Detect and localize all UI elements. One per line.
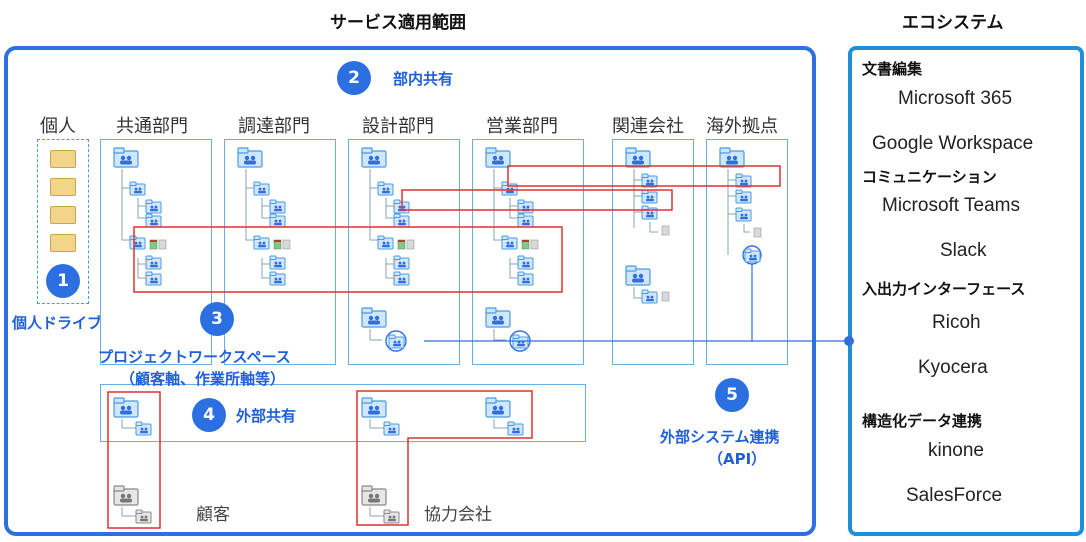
eco-heading-document-editing: 文書編集 — [862, 60, 923, 78]
badge-2: 2 — [337, 61, 371, 95]
project-workspace-label: プロジェクトワークスペース — [98, 348, 291, 366]
dept-affiliates: 関連会社 — [612, 116, 684, 137]
dept-procurement: 調達部門 — [238, 116, 310, 137]
dept-common: 共通部門 — [116, 116, 188, 137]
eco-item-salesforce: SalesForce — [906, 485, 1003, 506]
api-integration-label: 外部システム連携 — [660, 428, 780, 446]
eco-heading-communication: コミュニケーション — [862, 168, 997, 186]
service-scope-title: サービス適用範囲 — [330, 13, 466, 33]
dept-design: 設計部門 — [362, 116, 434, 137]
dept-personal: 個人 — [40, 116, 76, 137]
folder-icon — [50, 234, 76, 252]
badge-5: 5 — [715, 378, 749, 412]
eco-item-microsoft-365: Microsoft 365 — [898, 88, 1013, 109]
personal-drive-column — [37, 139, 89, 304]
badge-3: 3 — [200, 302, 234, 336]
ecosystem-frame — [848, 46, 1084, 536]
badge-1: 1 — [46, 264, 80, 298]
eco-item-microsoft-teams: Microsoft Teams — [882, 195, 1020, 216]
column-common — [100, 139, 212, 365]
eco-item-kinone: kinone — [928, 440, 984, 461]
folder-icon — [50, 150, 76, 168]
customer-label: 顧客 — [196, 505, 230, 525]
folder-icon — [50, 178, 76, 196]
personal-drive-label: 個人ドライブ — [12, 314, 103, 332]
eco-item-slack: Slack — [940, 240, 987, 261]
column-procurement — [224, 139, 336, 365]
external-sharing-label: 外部共有 — [236, 407, 297, 425]
dept-sales: 営業部門 — [486, 116, 558, 137]
ecosystem-title: エコシステム — [902, 13, 1004, 33]
badge-4: 4 — [192, 398, 226, 432]
project-workspace-sub: （顧客軸、作業所軸等） — [120, 370, 286, 388]
dept-overseas: 海外拠点 — [706, 116, 778, 137]
api-integration-sub: （API） — [708, 450, 767, 468]
eco-item-kyocera: Kyocera — [918, 357, 988, 378]
eco-item-ricoh: Ricoh — [932, 312, 981, 333]
eco-heading-structured-data: 構造化データ連携 — [862, 412, 983, 430]
partner-label: 協力会社 — [424, 505, 492, 525]
eco-item-google-workspace: Google Workspace — [872, 133, 1034, 154]
eco-heading-io-interface: 入出力インターフェース — [862, 280, 1026, 298]
department-sharing-label: 部内共有 — [393, 70, 454, 88]
service-scope-frame — [4, 46, 816, 536]
folder-icon — [50, 206, 76, 224]
